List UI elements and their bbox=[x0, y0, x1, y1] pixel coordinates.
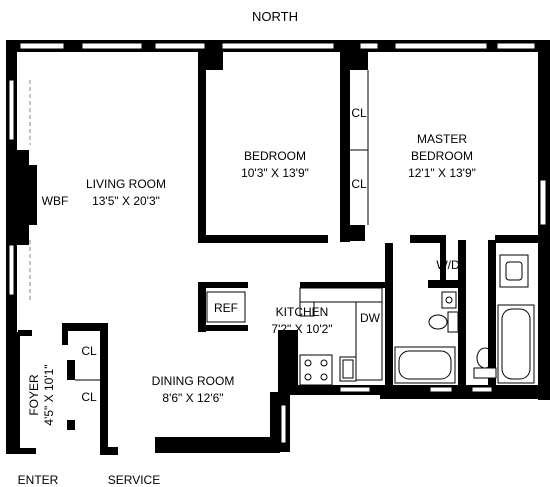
closet-label-2: CL bbox=[351, 177, 367, 191]
closet-label-3: CL bbox=[81, 344, 97, 358]
refrigerator bbox=[206, 291, 246, 323]
west-windows bbox=[8, 79, 37, 296]
kitchen-dims: 7'2" X 10'2" bbox=[271, 322, 332, 336]
living-room-name: LIVING ROOM bbox=[86, 177, 166, 191]
foyer-name: FOYER bbox=[27, 374, 41, 416]
foyer-dims: 4'5" X 10'1" bbox=[42, 364, 56, 425]
north-label: NORTH bbox=[252, 9, 298, 24]
bedroom-name: BEDROOM bbox=[244, 149, 306, 163]
bedroom-dims: 10'3" X 13'9" bbox=[241, 166, 309, 180]
closet-label-4: CL bbox=[81, 390, 97, 404]
master-bedroom-name-1: MASTER bbox=[417, 132, 467, 146]
interior-walls bbox=[18, 52, 538, 453]
dining-window bbox=[280, 404, 287, 444]
living-room-dims: 13'5" X 20'3" bbox=[92, 194, 160, 208]
enter-label: ENTER bbox=[18, 473, 59, 487]
dw-label: DW bbox=[360, 311, 381, 325]
bath-2-fixtures bbox=[471, 254, 535, 393]
master-bedroom-dims: 12'1" X 13'9" bbox=[408, 166, 476, 180]
wbf-label: WBF bbox=[42, 194, 69, 208]
closet-label-1: CL bbox=[351, 106, 367, 120]
master-bedroom-name-2: BEDROOM bbox=[411, 149, 473, 163]
wd-label: W/D bbox=[436, 258, 460, 272]
dining-room-name: DINING ROOM bbox=[152, 374, 235, 388]
east-windows bbox=[539, 179, 547, 226]
kitchen-counters bbox=[299, 287, 383, 393]
north-windows bbox=[19, 42, 536, 50]
ref-label: REF bbox=[214, 301, 238, 315]
dining-room-dims: 8'6" X 12'6" bbox=[162, 391, 223, 405]
bath-1-fixtures bbox=[394, 291, 459, 393]
service-label: SERVICE bbox=[108, 473, 160, 487]
kitchen-name: KITCHEN bbox=[276, 305, 329, 319]
